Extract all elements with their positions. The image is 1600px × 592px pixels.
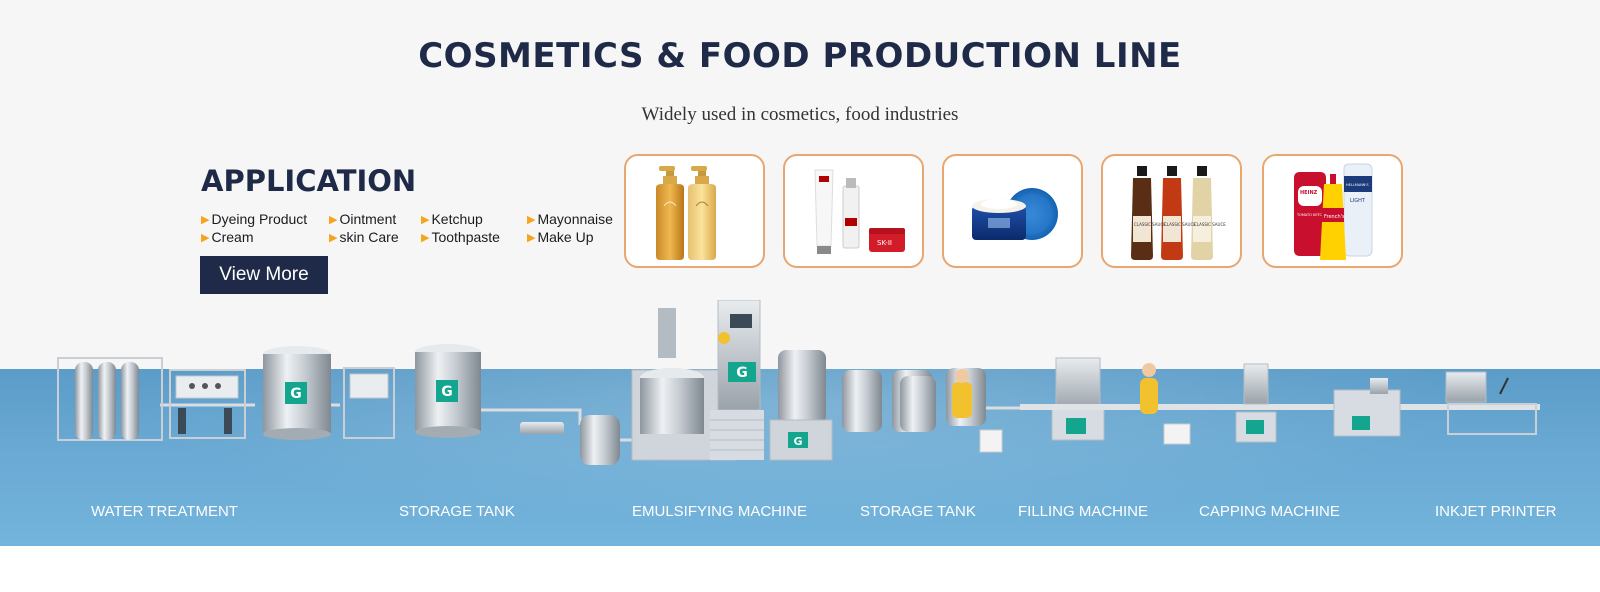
storage-tank-unit: G G: [263, 344, 564, 440]
stage-label-filling-machine: FILLING MACHINE: [1018, 503, 1149, 520]
application-item: ▶skin Care: [329, 229, 399, 245]
stage-label-emulsifying-machine: EMULSIFYING MACHINE: [632, 503, 808, 520]
svg-text:SK-II: SK-II: [877, 239, 892, 247]
view-more-button[interactable]: View More: [200, 256, 328, 294]
svg-text:French's: French's: [1324, 214, 1345, 220]
svg-text:LIGHT: LIGHT: [1350, 198, 1366, 204]
application-list: ▶Dyeing Product ▶Ointment ▶Ketchup ▶Mayo…: [201, 211, 621, 251]
stage-label-storage-tank-2: STORAGE TANK: [860, 503, 976, 520]
application-item: ▶Dyeing Product: [201, 211, 308, 227]
stage-label-storage-tank: STORAGE TANK: [399, 503, 515, 520]
triangle-bullet-icon: ▶: [527, 214, 536, 226]
triangle-bullet-icon: ▶: [329, 232, 338, 244]
triangle-bullet-icon: ▶: [421, 214, 430, 226]
water-treatment-unit: [57, 357, 246, 441]
product-card-shampoo[interactable]: [624, 154, 765, 268]
shampoo-bottles-image: [656, 166, 716, 260]
application-heading: APPLICATION: [201, 164, 417, 198]
triangle-bullet-icon: ▶: [329, 214, 338, 226]
application-item: ▶Cream: [201, 229, 254, 245]
product-card-sauces[interactable]: CLASSIC SAUCE CLASSIC SAUCE CLASSIC SAUC…: [1101, 154, 1242, 268]
filling-machine-unit: [1020, 357, 1540, 445]
emulsifying-machine-unit: G G: [580, 300, 833, 465]
cream-jar-image: [972, 188, 1058, 240]
page-subtitle: Widely used in cosmetics, food industrie…: [641, 104, 959, 125]
svg-text:G: G: [793, 435, 802, 448]
svg-text:CLASSIC SAUCE: CLASSIC SAUCE: [1134, 222, 1166, 227]
svg-text:HELLMANN'S: HELLMANN'S: [1346, 183, 1369, 187]
condiment-bottles-image: HEINZ TOMATO KETCHUP HELLMANN'S LIGHT Fr…: [1294, 163, 1373, 260]
svg-text:CLASSIC SAUCE: CLASSIC SAUCE: [1194, 222, 1226, 227]
svg-text:G: G: [290, 386, 302, 402]
triangle-bullet-icon: ▶: [201, 232, 210, 244]
triangle-bullet-icon: ▶: [201, 214, 210, 226]
svg-text:CLASSIC SAUCE: CLASSIC SAUCE: [1164, 222, 1196, 227]
product-card-condiments[interactable]: HEINZ TOMATO KETCHUP HELLMANN'S LIGHT Fr…: [1262, 154, 1403, 268]
inkjet-printer-unit: [1445, 371, 1537, 435]
capping-machine-unit: [1235, 363, 1401, 443]
application-item: ▶Ketchup: [421, 211, 483, 227]
application-item: ▶Toothpaste: [421, 229, 500, 245]
stage-label-water-treatment: WATER TREATMENT: [91, 503, 238, 520]
svg-text:G: G: [441, 384, 453, 400]
banner: COSMETICS & FOOD PRODUCTION LINE Widely …: [0, 36, 1600, 546]
application-item: ▶Ointment: [329, 211, 397, 227]
application-item: ▶Make Up: [527, 229, 594, 245]
stage-label-inkjet-printer: INKJET PRINTER: [1435, 503, 1557, 520]
product-card-cream-jar[interactable]: [942, 154, 1083, 268]
svg-text:G: G: [736, 365, 748, 381]
sauce-bottles-image: CLASSIC SAUCE CLASSIC SAUCE CLASSIC SAUC…: [1131, 166, 1226, 260]
stage-label-capping-machine: CAPPING MACHINE: [1199, 503, 1340, 520]
application-item: ▶Mayonnaise: [527, 211, 613, 227]
triangle-bullet-icon: ▶: [527, 232, 536, 244]
svg-text:HEINZ: HEINZ: [1300, 190, 1318, 196]
production-line-illustration: G G G G: [57, 300, 1540, 465]
svg-text:TOMATO KETCHUP: TOMATO KETCHUP: [1296, 213, 1329, 217]
storage-tank-group: [842, 368, 1003, 453]
skincare-set-image: SK-II: [814, 169, 905, 254]
triangle-bullet-icon: ▶: [421, 232, 430, 244]
product-card-skincare[interactable]: SK-II: [783, 154, 924, 268]
page-title: COSMETICS & FOOD PRODUCTION LINE: [418, 36, 1182, 76]
